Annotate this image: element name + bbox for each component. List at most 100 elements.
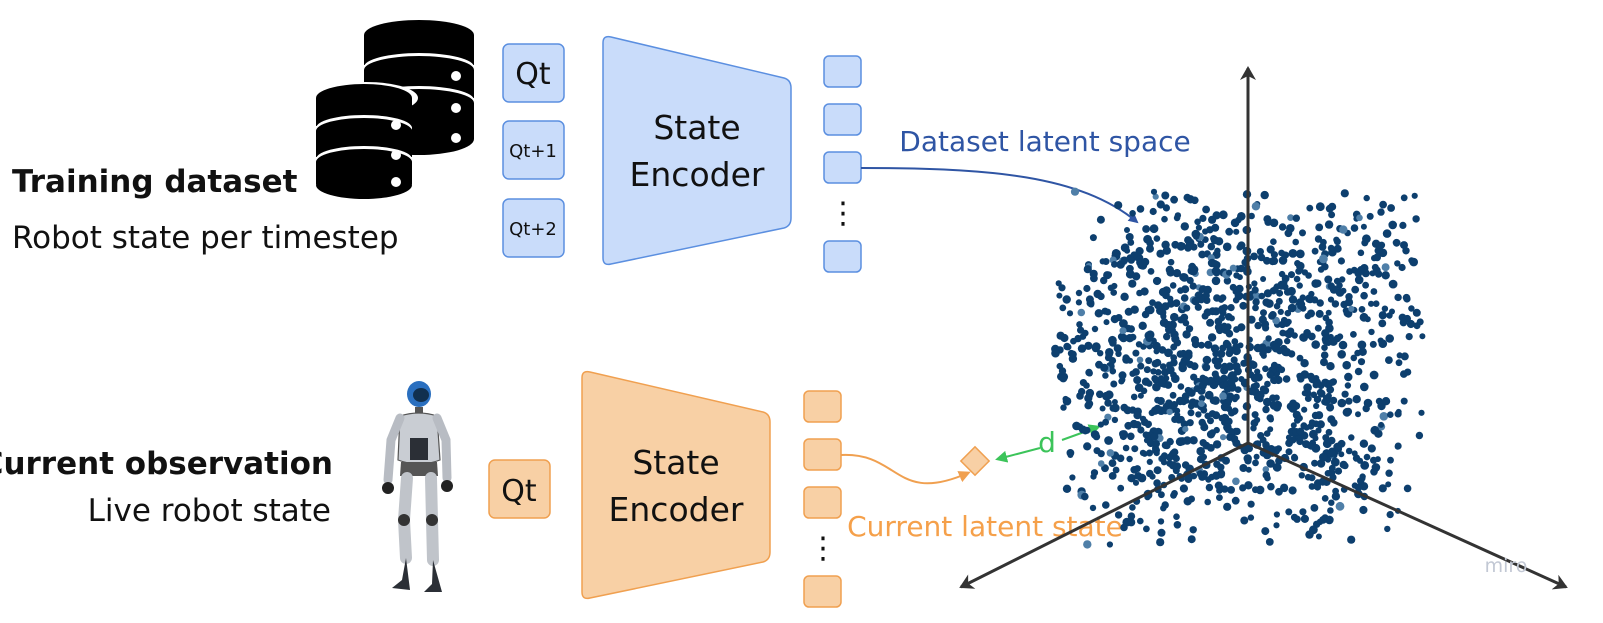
latent-point xyxy=(1258,292,1266,300)
vector-ellipsis: ⋮ xyxy=(808,531,838,566)
latent-point xyxy=(1177,383,1185,390)
latent-point xyxy=(1198,473,1207,481)
latent-point xyxy=(1307,443,1315,450)
latent-point xyxy=(1316,388,1324,396)
latent-point xyxy=(1357,249,1365,257)
latent-point xyxy=(1325,428,1333,436)
latent-point xyxy=(1219,392,1227,400)
latent-point xyxy=(1122,354,1130,362)
latent-point xyxy=(1214,237,1224,246)
latent-point xyxy=(1311,296,1319,304)
latent-point xyxy=(1170,448,1179,457)
latent-point xyxy=(1145,305,1155,315)
latent-point xyxy=(1110,380,1118,388)
latent-point xyxy=(1105,271,1113,279)
humanoid-robot-icon xyxy=(382,381,453,592)
latent-point xyxy=(1247,514,1255,521)
latent-point xyxy=(1085,368,1093,377)
latent-point xyxy=(1263,397,1272,407)
latent-point xyxy=(1234,291,1244,301)
latent-point xyxy=(1117,484,1125,492)
latent-point xyxy=(1176,396,1185,406)
latent-point xyxy=(1352,395,1361,404)
latent-point xyxy=(1360,223,1367,230)
latent-point xyxy=(1385,356,1393,364)
latent-point xyxy=(1316,299,1324,307)
latent-point xyxy=(1305,530,1314,539)
latent-point xyxy=(1231,407,1239,415)
latent-point xyxy=(1204,340,1213,349)
latent-point xyxy=(1271,343,1281,353)
latent-point xyxy=(1154,301,1163,310)
current-state-encoder: State Encoder xyxy=(581,370,771,600)
latent-point xyxy=(1269,394,1277,402)
latent-point xyxy=(1362,281,1369,289)
latent-point xyxy=(1382,229,1392,238)
latent-point xyxy=(1321,344,1328,352)
latent-point xyxy=(1278,223,1287,231)
latent-point xyxy=(1206,226,1214,234)
latent-point xyxy=(1368,300,1375,307)
latent-point xyxy=(1340,300,1348,309)
latent-point xyxy=(1155,369,1162,376)
latent-point xyxy=(1104,308,1112,316)
latent-point xyxy=(1232,346,1241,356)
latent-point xyxy=(1077,344,1087,353)
latent-point xyxy=(1262,298,1271,307)
latent-point xyxy=(1136,356,1144,364)
distance-arrow-right xyxy=(1061,424,1101,441)
latent-point xyxy=(1090,274,1098,283)
latent-point xyxy=(1385,334,1394,343)
latent-point xyxy=(1129,333,1137,341)
latent-point xyxy=(1327,244,1335,252)
latent-point xyxy=(1326,403,1335,412)
latent-point xyxy=(1399,221,1407,229)
latent-point xyxy=(1322,394,1329,401)
current-input-qt: Qt xyxy=(488,459,551,519)
latent-point xyxy=(1214,247,1221,254)
latent-point xyxy=(1362,234,1371,244)
latent-point xyxy=(1267,482,1275,491)
latent-point xyxy=(1111,261,1118,268)
latent-point xyxy=(1084,394,1093,403)
latent-point xyxy=(1394,293,1402,302)
latent-point xyxy=(1252,292,1261,301)
latent-point xyxy=(1189,282,1197,290)
latent-point xyxy=(1223,502,1232,511)
latent-point xyxy=(1146,458,1153,465)
latent-point xyxy=(1120,256,1129,265)
latent-point xyxy=(1089,234,1097,242)
latent-point xyxy=(1328,464,1336,472)
latent-point xyxy=(1298,472,1306,479)
latent-point xyxy=(1104,436,1113,445)
latent-point xyxy=(1169,391,1177,399)
latent-point xyxy=(1300,514,1309,524)
latent-point xyxy=(1377,208,1385,216)
latent-point xyxy=(1412,308,1421,317)
latent-point xyxy=(1402,293,1411,302)
latent-point xyxy=(1331,492,1341,501)
current-latent-point xyxy=(959,445,991,477)
latent-point xyxy=(1213,294,1221,302)
latent-point xyxy=(1102,501,1110,509)
latent-point xyxy=(1338,340,1348,350)
dataset-latent-arrow xyxy=(860,167,1139,224)
latent-point xyxy=(1324,220,1334,229)
latent-point xyxy=(1253,393,1262,402)
latent-point xyxy=(1322,439,1332,449)
latent-point xyxy=(1359,439,1369,448)
latent-point xyxy=(1288,271,1295,279)
latent-point xyxy=(1400,370,1408,378)
latent-point xyxy=(1119,333,1128,343)
latent-point xyxy=(1141,257,1150,267)
latent-point xyxy=(1186,276,1194,285)
latent-point xyxy=(1337,257,1345,265)
latent-point xyxy=(1070,187,1080,196)
latent-point xyxy=(1260,276,1267,282)
latent-point xyxy=(1319,254,1328,264)
latent-point xyxy=(1357,340,1367,350)
latent-point xyxy=(1221,362,1229,370)
latent-point xyxy=(1150,406,1160,415)
latent-point xyxy=(1367,444,1376,453)
latent-point xyxy=(1292,238,1299,246)
